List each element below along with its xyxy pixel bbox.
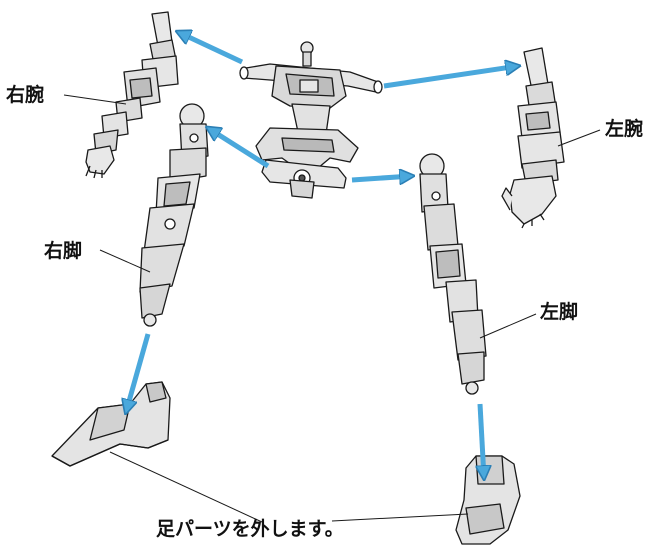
label-right-leg: 右脚	[44, 240, 83, 262]
left-arm-part	[501, 47, 565, 229]
arrow-to-left-foot	[480, 403, 484, 478]
leader-caption-right-foot	[109, 451, 263, 523]
torso-frame-part	[239, 41, 383, 199]
arrow-to-left-arm	[383, 66, 518, 89]
caption-remove-foot-parts: 足パーツを外します。	[156, 518, 344, 540]
label-left-arm: 左腕	[605, 118, 644, 140]
right-arm-part	[85, 11, 179, 179]
left-foot-part	[455, 455, 521, 545]
leader-left-arm	[557, 129, 601, 147]
leader-caption-left-foot	[331, 513, 469, 522]
right-leg-part	[139, 103, 209, 327]
label-right-arm: 右腕	[6, 84, 45, 106]
leader-lines	[63, 94, 601, 523]
arrow-to-right-leg	[208, 128, 270, 169]
label-left-leg: 左脚	[540, 301, 579, 323]
arrow-to-right-foot	[126, 333, 151, 412]
right-foot-part	[51, 381, 171, 467]
arrow-to-left-leg	[351, 176, 412, 180]
leader-right-leg	[99, 249, 151, 273]
arrows	[126, 32, 518, 478]
left-leg-part	[419, 153, 487, 395]
arrow-to-right-arm	[178, 32, 244, 65]
leader-left-leg	[479, 313, 537, 339]
leader-right-arm	[63, 94, 127, 105]
